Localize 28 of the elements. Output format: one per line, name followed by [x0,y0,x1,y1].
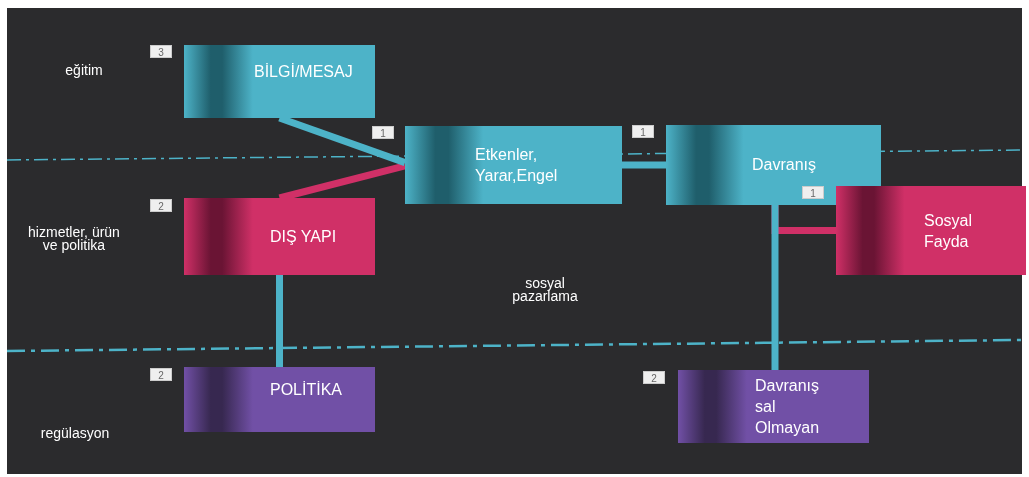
process-box [184,45,375,118]
box-label: Davranışsal Olmayan [755,376,821,438]
number-tag: 3 [150,45,172,58]
category-label: hizmetler, ürün ve politika [27,226,121,252]
box-label: Sosyal Fayda [924,211,974,252]
process-box [666,125,881,205]
number-tag: 1 [802,186,824,199]
number-tag: 2 [150,368,172,381]
category-label: sosyal pazarlama [511,277,579,303]
process-box [184,367,375,432]
process-box [678,370,869,443]
connector-line [771,205,779,370]
box-label: POLİTİKA [270,380,344,400]
category-label: eğitim [64,64,104,77]
box-label: Etkenler, Yarar,Engel [475,145,559,186]
number-tag: 2 [150,199,172,212]
process-box [405,126,622,204]
number-tag: 1 [372,126,394,139]
process-box [836,186,1026,275]
number-tag: 1 [632,125,654,138]
connector-line [622,161,666,169]
number-tag: 2 [643,371,665,384]
box-label: BİLGİ/MESAJ [254,62,354,82]
box-label: DIŞ YAPI [270,227,338,247]
category-label: regülasyon [39,427,111,440]
process-box [184,198,375,275]
connector-line [276,275,283,367]
box-label: Davranış [752,155,818,175]
